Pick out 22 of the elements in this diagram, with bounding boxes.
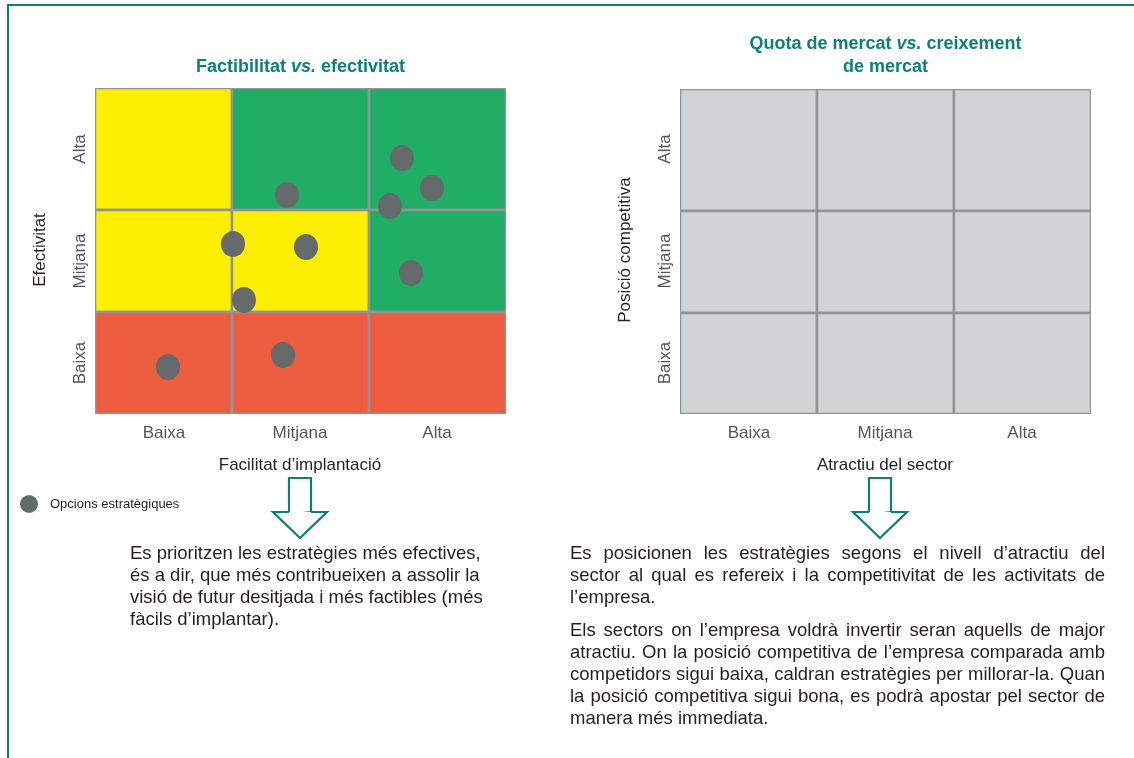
axis-title: Efectivitat [30, 213, 50, 287]
tick-label: Alta [422, 423, 452, 443]
paragraph: Els sectors on l’empresa voldrà invertir seran aquells de major atractiu. On la posició competitiva de l’empresa comparada amb competidors sigui baixa, caldran estratègies per millorar-la. Quan la posició competitiva sigui bona, es podrà apostar pel sector de manera més immediata. [570, 619, 1105, 729]
tick-label: Alta [655, 134, 675, 164]
tick-label: Baixa [70, 341, 90, 385]
chart-title: Factibilitat vs. efectivitat [194, 55, 407, 78]
tick-label: Mitjana [857, 423, 913, 443]
legend-label: Opcions estratègiques [50, 496, 180, 511]
tick-label: Baixa [727, 423, 771, 443]
axis-title: Atractiu del sector [816, 455, 954, 475]
tick-label: Baixa [655, 341, 675, 385]
tick-label: Mitjana [655, 233, 675, 289]
tick-label: Mitjana [272, 423, 328, 443]
paragraph: Es posicionen les estratègies segons el nivell d’atractiu del sector al qual es refereix i la competitivitat de les activitats de l’empresa. [570, 542, 1105, 608]
tick-label: Alta [70, 134, 90, 164]
axis-title: Posició competitiva [615, 177, 635, 323]
tick-label: Alta [1007, 423, 1037, 443]
tick-label: Baixa [142, 423, 186, 443]
chart-title: Quota de mercat vs. creixement de mercat [748, 32, 1023, 78]
axis-title: Facilitat d’implantació [218, 455, 382, 475]
paragraph: Es prioritzen les estratègies més efectives, és a dir, que més contribueixen a assolir la visió de futur desitjada i més factibles (més fàcils d’implantar). [130, 542, 484, 630]
tick-label: Mitjana [70, 233, 90, 289]
